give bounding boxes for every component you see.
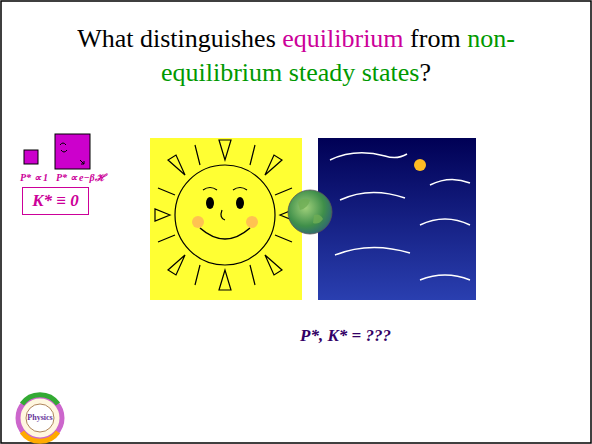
formula-label: P* ∝ 1 (20, 172, 48, 183)
sun-picture (150, 138, 302, 300)
large-square (55, 134, 90, 169)
earth-globe (288, 190, 332, 234)
night-sky (318, 138, 476, 300)
slide-title: What distinguishes equilibrium from non-… (76, 22, 516, 90)
small-square (24, 150, 38, 164)
box-text: K* ≡ 0 (32, 191, 79, 211)
logo (18, 395, 62, 442)
question-label: P*, K* = ??? (300, 327, 391, 346)
logo-text: Physics (27, 414, 52, 423)
formula-label: P* ∝ e−βℋ (56, 172, 106, 183)
outlined-box: K* ≡ 0 (22, 187, 89, 215)
